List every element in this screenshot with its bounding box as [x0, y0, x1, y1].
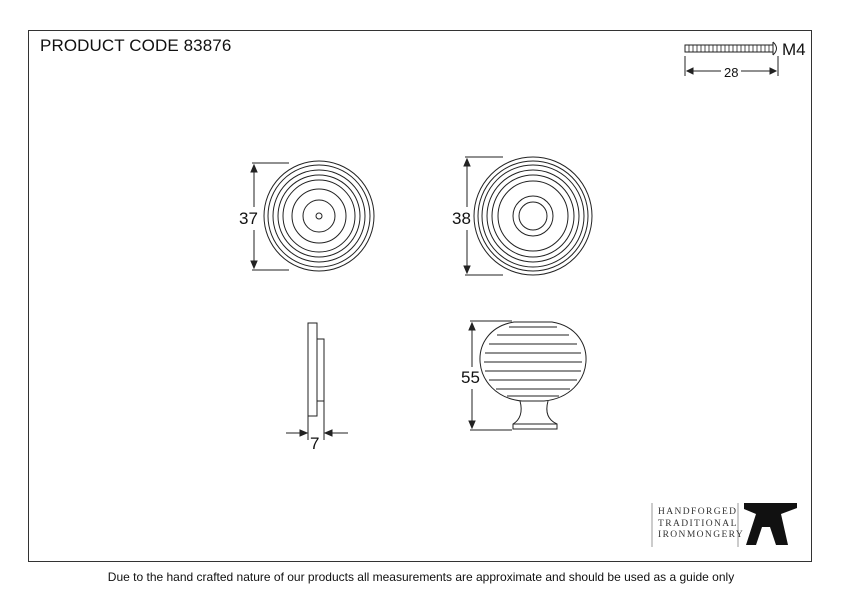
knob-side-view	[468, 320, 587, 431]
screw-length-label: 28	[724, 65, 739, 80]
screw-thread-label: M4	[782, 40, 806, 59]
product-code: PRODUCT CODE 83876	[40, 36, 232, 55]
screw-drawing	[684, 41, 779, 76]
disclaimer-footer: Due to the hand crafted nature of our pr…	[107, 570, 735, 584]
brand-line-1: HANDFORGED	[658, 507, 738, 517]
knob-diameter-label: 38	[452, 209, 471, 228]
anvil-icon	[744, 503, 797, 545]
brand-wordmark: HANDFORGED TRADITIONAL IRONMONGERY	[658, 507, 744, 542]
rose-side-view	[286, 322, 348, 440]
knob-front-view	[463, 156, 593, 276]
brand-line-2: TRADITIONAL	[658, 518, 738, 529]
brand-line-3: IRONMONGERY	[658, 530, 745, 540]
rose-diameter-label: 37	[239, 209, 258, 228]
rose-back-view	[250, 160, 375, 272]
rose-depth-label: 7	[310, 434, 320, 453]
knob-height-label: 55	[461, 368, 480, 387]
drawing-frame	[28, 30, 812, 562]
